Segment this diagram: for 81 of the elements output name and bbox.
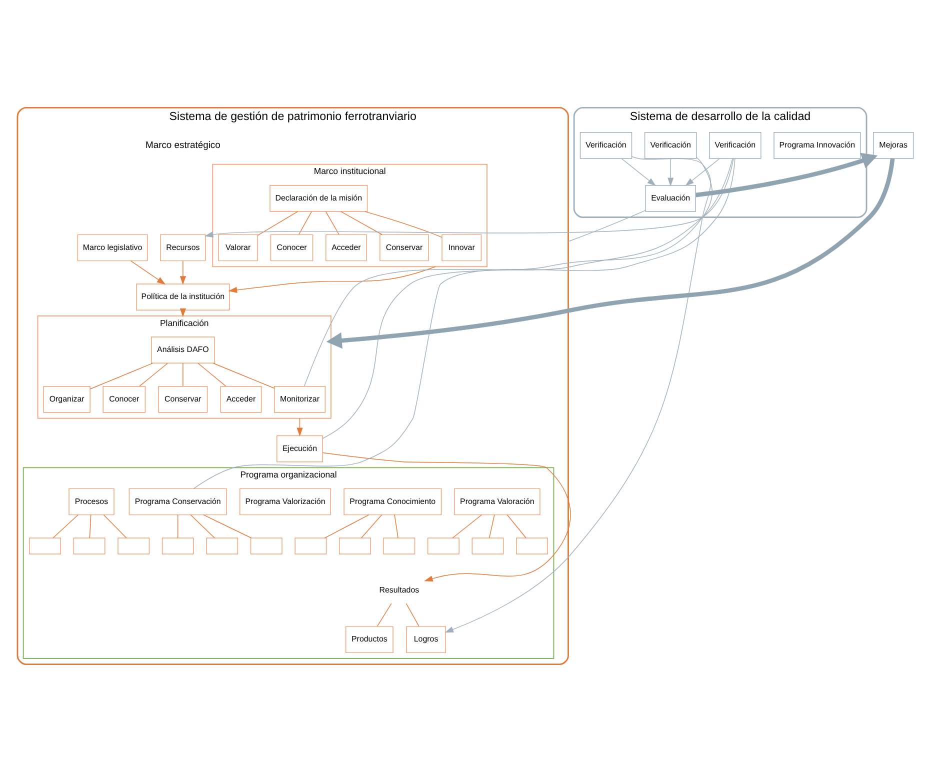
connector [568, 210, 646, 242]
arrow [204, 158, 734, 238]
node-box: Acceder [220, 386, 262, 412]
arrow [695, 152, 878, 197]
arrow [322, 452, 571, 582]
connector [406, 602, 420, 626]
node-box: Acceder [326, 234, 367, 261]
connector [322, 156, 713, 438]
node-box [338, 537, 371, 554]
node-box [73, 537, 106, 554]
node-box: Programa Conservación [128, 488, 227, 515]
arrow [228, 266, 436, 292]
node-box: Valorar [218, 234, 258, 261]
node-box: Programa Valorización [240, 488, 331, 515]
node-box: Análisis DAFO [151, 336, 215, 363]
node-box: Conservar [158, 386, 208, 412]
node-box: Programa Valoración [454, 488, 540, 515]
node-box: Recursos [160, 234, 206, 261]
node-box: Monitorizar [274, 386, 326, 412]
node-box: Conocer [270, 234, 314, 261]
connector [212, 362, 275, 388]
node-box: Verificación [709, 132, 762, 158]
node-box [383, 537, 416, 554]
connector [52, 514, 78, 538]
node-box: Productos [345, 626, 394, 653]
connector [139, 362, 168, 386]
node-box [427, 537, 460, 554]
connector [488, 514, 495, 538]
node-box: Innovar [442, 234, 482, 261]
node-box [472, 537, 504, 554]
node-box: Mejoras [873, 132, 914, 158]
node-box: Verificación [644, 132, 697, 158]
node-box [29, 537, 62, 554]
connector [340, 210, 382, 234]
node-box: Marco legislativo [77, 234, 148, 261]
arrow [685, 158, 720, 186]
node-box: Logros [406, 626, 446, 653]
node-box: Programa Innovación [774, 132, 861, 158]
connector [203, 514, 252, 538]
node-box: Evaluación [645, 184, 696, 212]
connector [506, 514, 526, 538]
node-box [294, 537, 327, 554]
node-box: Verificación [580, 132, 632, 158]
node-box [206, 537, 238, 554]
node-box [516, 537, 548, 554]
connector [190, 514, 215, 538]
arrow [130, 260, 166, 284]
arrow [326, 158, 895, 348]
label: Marco estratégico [145, 138, 220, 150]
node-box [162, 537, 194, 554]
connector [90, 362, 154, 389]
node-box [118, 537, 150, 554]
arrow [180, 260, 186, 284]
connector [182, 362, 184, 386]
node-box: Conservar [380, 234, 429, 261]
connector [376, 602, 392, 626]
connector [394, 514, 398, 538]
connector [103, 514, 127, 538]
connector [304, 158, 733, 386]
connector [360, 514, 382, 538]
connector [298, 210, 312, 234]
node-box: Conocer [102, 386, 146, 412]
connector [364, 210, 442, 238]
node-box [250, 537, 282, 554]
arrow [444, 156, 711, 632]
node-box: Programa Conocimiento [344, 488, 442, 515]
connector [324, 514, 370, 538]
node-box: Procesos [68, 488, 114, 515]
node-box: Declaración de la misión [270, 184, 368, 212]
connector [257, 210, 298, 236]
connector [193, 158, 736, 488]
connector [452, 514, 482, 538]
connector [326, 210, 340, 234]
node-box: Organizar [43, 386, 90, 412]
arrow [621, 158, 656, 186]
connector [198, 362, 226, 386]
arrow [668, 158, 674, 186]
arrow [296, 417, 303, 436]
connector [89, 514, 92, 538]
node-text: Resultados [379, 584, 420, 594]
node-box: Ejecución [276, 434, 323, 462]
